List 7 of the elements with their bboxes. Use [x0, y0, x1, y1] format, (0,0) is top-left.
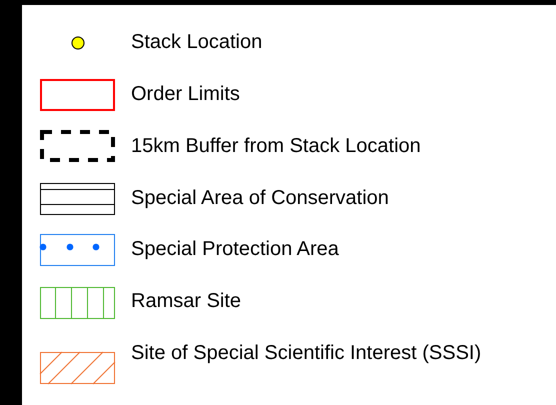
legend-label: Special Protection Area [131, 238, 340, 261]
legend-label: 15km Buffer from Stack Location [131, 135, 422, 158]
legend-label: Site of Special Scientific Interest (SSSI) [131, 342, 482, 365]
legend-label: Stack Location [131, 31, 264, 54]
legend-label: Order Limits [131, 83, 241, 106]
legend-label: Ramsar Site [131, 290, 242, 313]
legend-label: Special Area of Conservation [131, 187, 390, 210]
